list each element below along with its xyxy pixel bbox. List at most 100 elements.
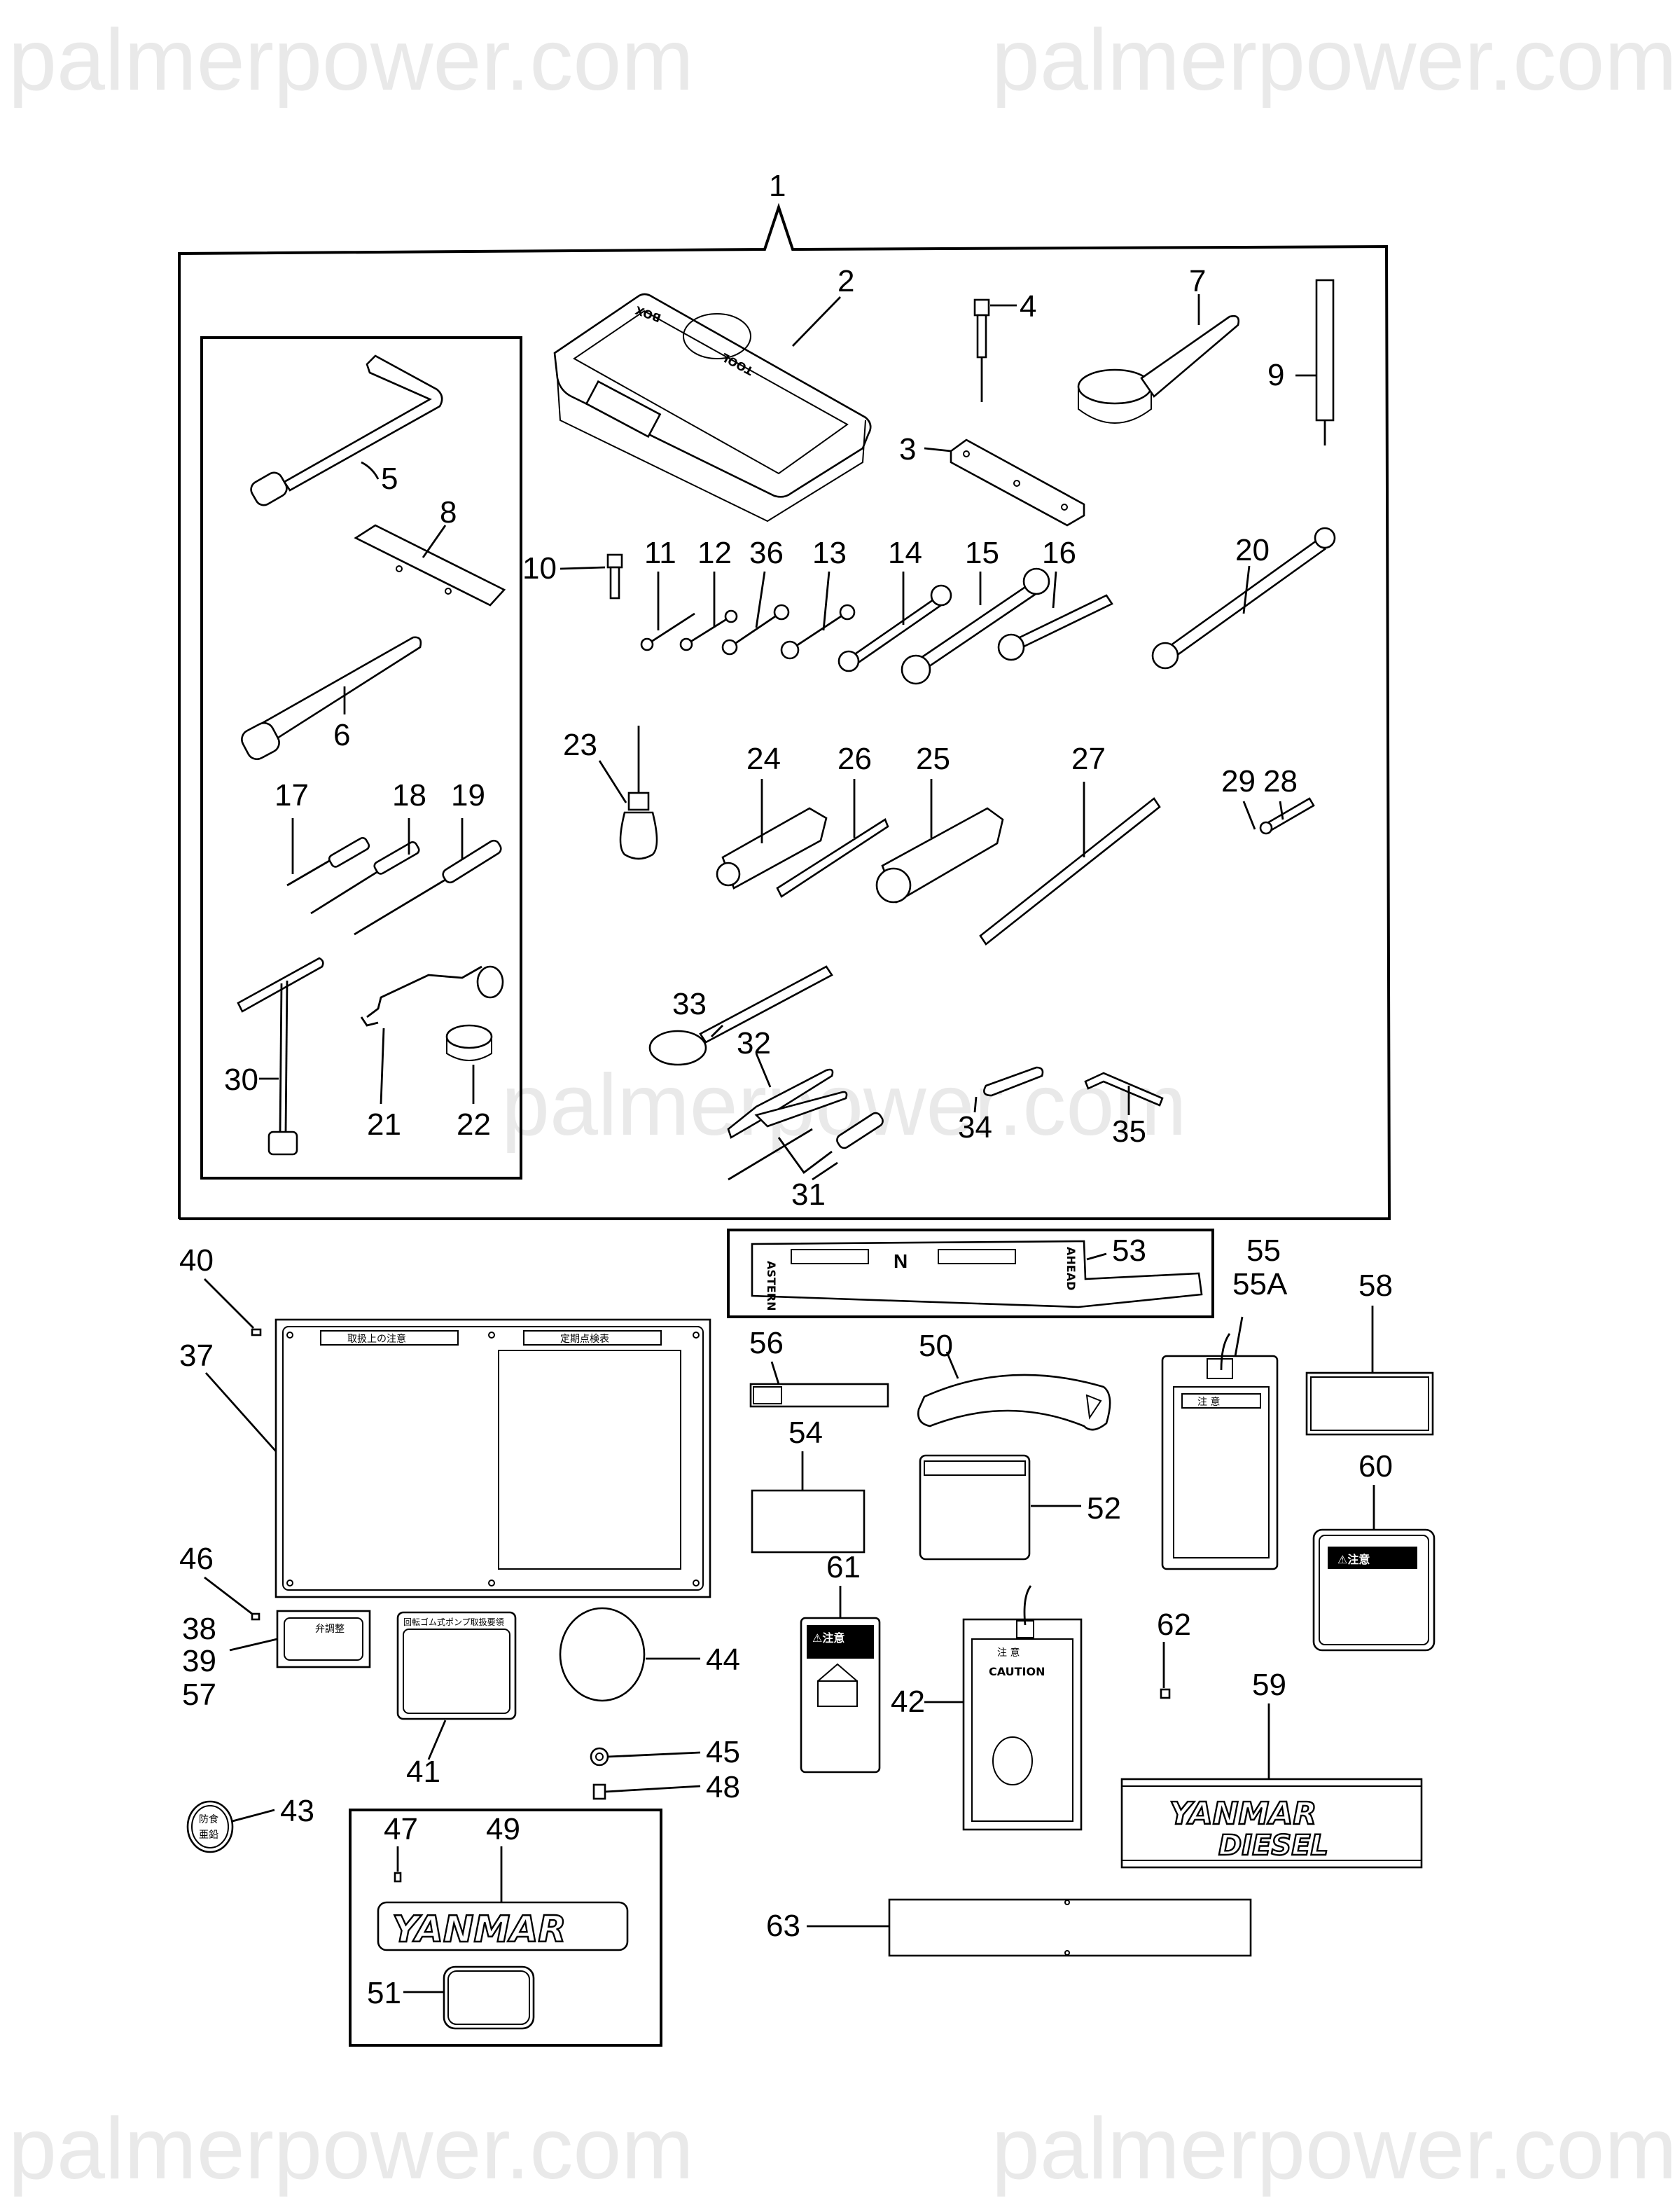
wrench-13-part[interactable] [780,604,856,660]
hex-key-35-part[interactable] [1084,1072,1164,1107]
callout-2[interactable]: 2 [837,264,854,298]
callout-58[interactable]: 58 [1358,1269,1393,1303]
callout-60[interactable]: 60 [1358,1449,1393,1484]
callout-55[interactable]: 55 [1246,1233,1281,1268]
throttle-scale-50-part[interactable] [917,1374,1111,1431]
hex-bolt-part[interactable] [606,553,623,600]
caution-tag-55-part[interactable]: 注 意 [1161,1333,1279,1570]
screw-40-part[interactable] [251,1328,262,1336]
t-wrench-30-part[interactable] [237,957,324,1156]
callout-45[interactable]: 45 [706,1735,740,1769]
wrench-11-part[interactable] [640,612,695,651]
callout-27[interactable]: 27 [1071,742,1106,776]
callout-61[interactable]: 61 [826,1550,861,1584]
callout-55a[interactable]: 55A [1232,1267,1288,1301]
callout-20[interactable]: 20 [1235,533,1270,567]
callout-29[interactable]: 29 [1221,764,1256,799]
callout-7[interactable]: 7 [1189,264,1206,298]
callout-54[interactable]: 54 [788,1416,823,1450]
grease-cup-22-part[interactable] [445,1024,493,1061]
callout-51[interactable]: 51 [367,1976,401,2010]
callout-32[interactable]: 32 [737,1026,771,1060]
wrench-14-part[interactable] [837,584,952,672]
hammer-33-part[interactable] [648,965,833,1066]
callout-36[interactable]: 36 [749,536,784,570]
callout-37[interactable]: 37 [179,1339,214,1373]
callout-50[interactable]: 50 [919,1329,953,1363]
callout-3[interactable]: 3 [899,432,916,466]
callout-28[interactable]: 28 [1263,764,1298,799]
pin-28-part[interactable] [1265,797,1315,832]
callout-16[interactable]: 16 [1042,536,1076,570]
toolbox-part[interactable]: BOX TOOL [553,293,872,523]
screw-48-part[interactable] [592,1783,606,1800]
ring-wrench-20-part[interactable] [1151,527,1336,670]
callout-35[interactable]: 35 [1112,1114,1146,1149]
screw-62-part[interactable] [1160,1688,1171,1699]
filter-wrench-part[interactable] [1077,314,1240,424]
label-56-part[interactable] [749,1383,889,1408]
callout-15[interactable]: 15 [965,536,999,570]
pump-plate-41-part[interactable]: 回転ゴム式ポンプ取扱要領 [396,1611,517,1720]
wrench-12-part[interactable] [679,609,738,651]
callout-46[interactable]: 46 [179,1542,214,1576]
screw-47-part[interactable] [394,1872,402,1883]
callout-59[interactable]: 59 [1252,1668,1286,1702]
plate-51-part[interactable] [443,1965,535,2030]
adjustable-wrench-16-part[interactable] [997,594,1113,661]
wrench-15-part[interactable] [901,567,1050,685]
caution-label-60-part[interactable]: ⚠注意 [1312,1528,1436,1652]
tommy-bar-26-part[interactable] [776,818,889,898]
callout-44[interactable]: 44 [706,1643,740,1677]
callout-63[interactable]: 63 [766,1909,800,1943]
callout-31[interactable]: 31 [791,1177,826,1212]
callout-14[interactable]: 14 [888,536,922,570]
callout-30[interactable]: 30 [224,1063,258,1097]
box-spanner-part[interactable] [248,354,443,509]
callout-52[interactable]: 52 [1087,1491,1121,1526]
yanmar-diesel-plate-59-part[interactable]: YANMAR DIESEL [1120,1778,1423,1869]
rivet-46-part[interactable] [251,1612,260,1621]
oil-can-23-part[interactable] [619,726,658,860]
ahead-astern-plate-53-part[interactable]: ASTERN AHEAD N [727,1229,1214,1318]
flat-bar-part[interactable] [950,438,1085,527]
pliers-32-part[interactable] [727,1068,848,1139]
label-54-part[interactable] [751,1489,866,1554]
callout-9[interactable]: 9 [1267,358,1284,392]
callout-57[interactable]: 57 [182,1678,216,1712]
callout-53[interactable]: 53 [1112,1233,1146,1268]
caution-label-61-part[interactable]: ⚠注意 [800,1617,881,1774]
punch-rod-part[interactable] [1315,279,1335,445]
callout-10[interactable]: 10 [522,551,557,586]
screwdriver-17-part[interactable] [286,836,370,887]
plug-spanner-25-part[interactable] [875,807,1004,904]
callout-12[interactable]: 12 [697,536,732,570]
callout-33[interactable]: 33 [672,987,707,1021]
yanmar-emblem-49-part[interactable]: YANMAR [377,1901,629,1951]
callout-49[interactable]: 49 [486,1812,520,1846]
callout-62[interactable]: 62 [1157,1608,1191,1642]
callout-21[interactable]: 21 [367,1107,401,1142]
callout-39[interactable]: 39 [182,1644,216,1678]
wrench-36-part[interactable] [721,604,790,656]
label-58-part[interactable] [1305,1371,1434,1436]
tommy-bar-27-part[interactable] [979,797,1161,946]
zinc-anode-plate-43-part[interactable]: 防食 亜鉛 [186,1800,234,1853]
tube-spanner-part[interactable] [238,636,422,763]
callout-40[interactable]: 40 [179,1243,214,1278]
callout-1[interactable]: 1 [769,169,786,203]
callout-48[interactable]: 48 [706,1770,740,1804]
callout-4[interactable]: 4 [1020,289,1036,324]
callout-18[interactable]: 18 [392,778,426,813]
label-52-part[interactable] [919,1454,1031,1561]
callout-56[interactable]: 56 [749,1326,784,1360]
callout-41[interactable]: 41 [406,1755,440,1789]
plug-spanner-24-part[interactable] [716,807,828,890]
callout-34[interactable]: 34 [958,1110,992,1145]
callout-6[interactable]: 6 [333,718,350,752]
callout-19[interactable]: 19 [451,778,485,813]
callout-22[interactable]: 22 [457,1107,491,1142]
washer-45-part[interactable] [590,1747,609,1767]
crank-handle-21-part[interactable] [360,965,504,1027]
callout-47[interactable]: 47 [384,1812,418,1846]
